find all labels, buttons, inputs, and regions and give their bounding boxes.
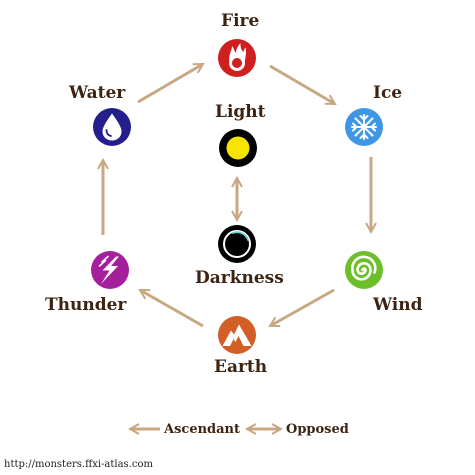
earth-node	[218, 316, 256, 354]
source-url-text: http://monsters.ffxi-atlas.com	[4, 459, 153, 470]
lightning-icon	[98, 255, 119, 284]
light-node	[219, 129, 257, 167]
ice-label: Ice	[373, 83, 403, 103]
water-node	[93, 108, 131, 146]
arrow-earth-to-thunder	[140, 288, 204, 328]
thunder-label: Thunder	[45, 295, 127, 315]
thunder-node	[91, 251, 129, 289]
ice-node	[345, 108, 383, 146]
ascendant-arrows	[103, 62, 371, 328]
darkness-node	[218, 225, 256, 263]
water-drop-icon	[102, 113, 122, 141]
dark-orb-icon	[223, 230, 251, 258]
wind-label: Wind	[373, 295, 423, 315]
light-label: Light	[215, 102, 266, 122]
water-label: Water	[69, 83, 126, 103]
legend-ascendant-label: Ascendant	[164, 422, 241, 437]
fire-label: Fire	[221, 11, 260, 31]
snowflake-icon	[351, 114, 377, 140]
light-orb-icon	[226, 136, 250, 160]
flame-ring-icon	[229, 43, 247, 71]
fire-node	[218, 39, 256, 77]
darkness-label: Darkness	[195, 268, 284, 288]
arrow-wind-to-earth	[270, 288, 335, 328]
mountain-icon	[222, 324, 252, 346]
arrow-fire-to-ice	[269, 64, 335, 106]
legend-opposed-label: Opposed	[286, 422, 349, 437]
arrow-water-to-fire	[137, 62, 203, 104]
swirl-icon	[351, 255, 377, 281]
wind-node	[345, 251, 383, 289]
earth-label: Earth	[214, 357, 268, 377]
